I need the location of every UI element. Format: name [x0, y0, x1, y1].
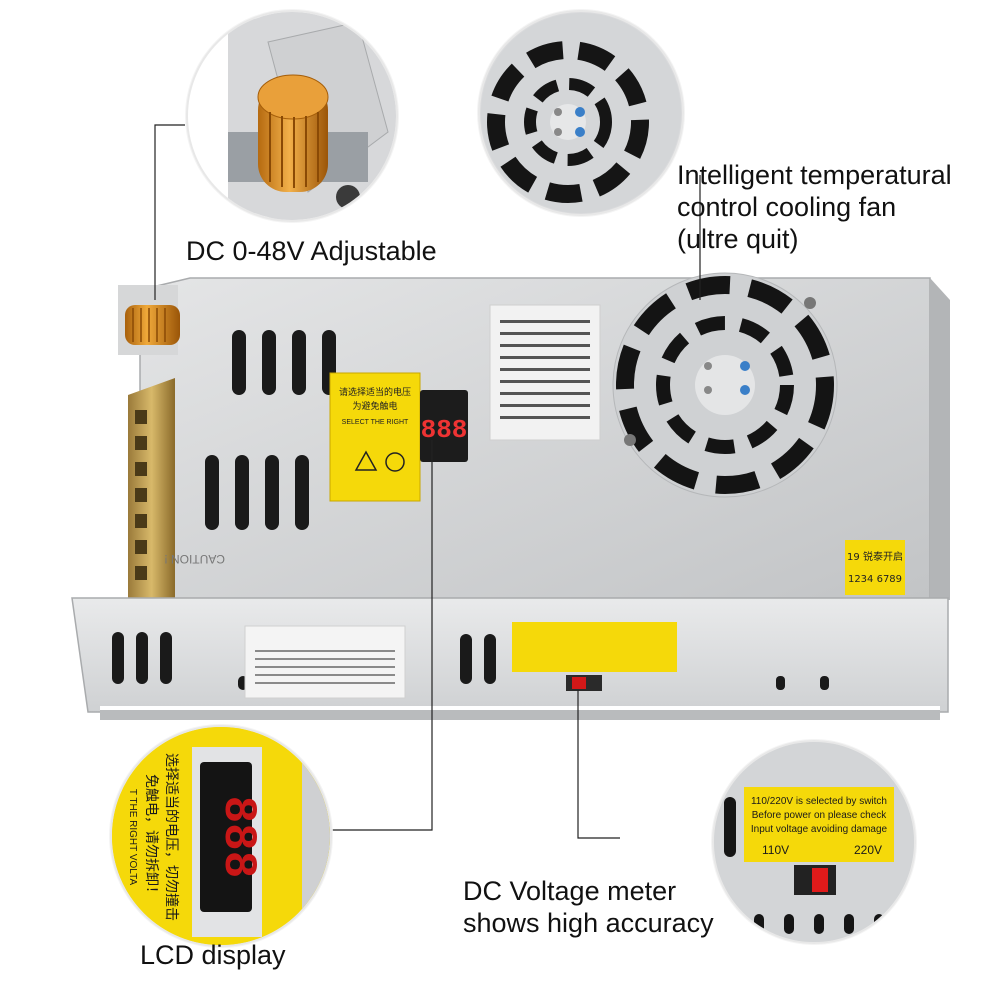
svg-text:110V: 110V	[762, 843, 789, 857]
svg-text:1234 6789: 1234 6789	[848, 574, 902, 585]
zoom-switch-circle: 110/220V is selected by switch Before po…	[712, 740, 916, 944]
switch-label	[512, 622, 677, 672]
svg-text:888: 888	[421, 415, 468, 445]
cooling-fan-grille	[612, 272, 838, 498]
side-label	[845, 540, 905, 595]
top-vents-upper	[232, 330, 336, 395]
svg-text:110/220V is selected by switch: 110/220V is selected by switch	[751, 796, 887, 807]
svg-text:CAUTION !: CAUTION !	[164, 552, 225, 566]
voltage-knob	[125, 305, 180, 345]
zoom-lcd-circle: 选择适当的电压，切勿撞击 免触电，请勿拆卸！ T THE RIGHT VOLTA…	[110, 725, 332, 947]
caption-adjustable: DC 0-48V Adjustable	[186, 236, 437, 266]
zoom-fan-circle	[478, 10, 684, 216]
svg-text:888: 888	[212, 796, 264, 879]
fan-label-sticker	[489, 304, 601, 441]
svg-text:220V: 220V	[854, 843, 882, 857]
zoom-knob-circle	[186, 10, 398, 222]
svg-text:T THE RIGHT VOLTA: T THE RIGHT VOLTA	[127, 789, 138, 886]
front-vents-left	[112, 632, 248, 690]
caption-fan-line2: control cooling fan	[677, 192, 897, 222]
front-vents-mid	[460, 634, 496, 684]
case-front-panel	[71, 597, 949, 713]
top-vents-lower	[205, 455, 309, 530]
caption-meter-line2: shows high accuracy	[463, 908, 714, 938]
warning-label	[329, 372, 421, 502]
svg-text:免触电，请勿拆卸！: 免触电，请勿拆卸！	[143, 774, 159, 900]
caption-lcd: LCD display	[140, 940, 286, 970]
svg-text:请选择适当的电压: 请选择适当的电压	[339, 386, 411, 398]
manual-label	[244, 625, 406, 699]
svg-text:Input voltage avoiding damage: Input voltage avoiding damage	[751, 824, 888, 835]
svg-text:为避免触电: 为避免触电	[352, 400, 397, 412]
callout-leaders	[154, 124, 701, 839]
svg-text:Before power on please check: Before power on please check	[752, 810, 888, 821]
caption-meter-line1: DC Voltage meter	[463, 876, 677, 906]
svg-text:19 锐泰开启: 19 锐泰开启	[847, 550, 903, 563]
caption-fan-line3: (ultre quit)	[677, 224, 799, 254]
caption-fan-line1: Intelligent temperatural	[677, 160, 952, 190]
svg-text:选择适当的电压，切勿撞击: 选择适当的电压，切勿撞击	[163, 753, 179, 921]
svg-text:SELECT THE RIGHT: SELECT THE RIGHT	[342, 419, 409, 426]
